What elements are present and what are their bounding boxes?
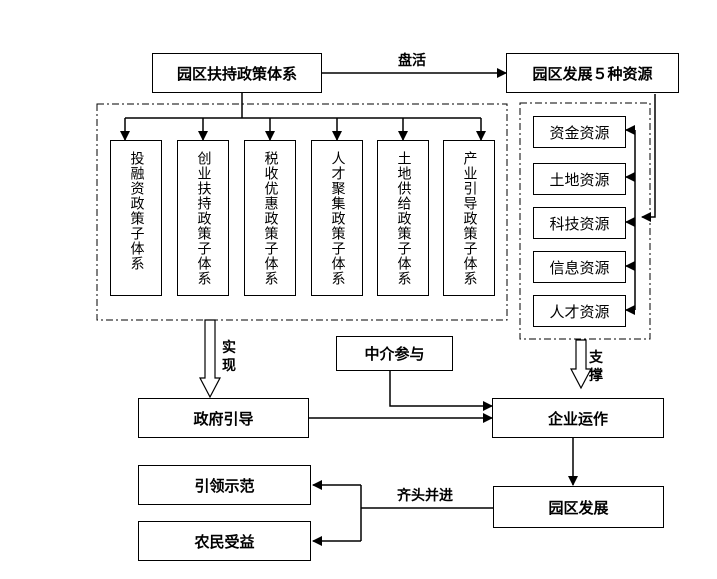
government-box: 政府引导	[138, 398, 309, 438]
hollow-arrow-zhicheng	[570, 339, 592, 390]
demo-box: 引领示范	[138, 465, 311, 505]
resource-box-information: 信息资源	[533, 251, 626, 283]
label-shixian: 实现	[222, 340, 236, 374]
arrow-intermediary-to-enterprise	[389, 371, 493, 411]
resources-header-box: 园区发展５种资源	[506, 53, 679, 93]
sub-policy-label: 产业引导政策子体系	[461, 151, 478, 286]
farmers-benefit-box: 农民受益	[138, 521, 311, 561]
sub-policy-box: 投融资政策子体系	[110, 140, 162, 296]
sub-policy-label: 人才聚集政策子体系	[329, 151, 346, 286]
resource-box-technology: 科技资源	[533, 207, 626, 239]
hollow-arrow-shixian	[199, 319, 221, 399]
sub-policy-box: 创业扶持政策子体系	[177, 140, 229, 296]
arrow-resources-header-down	[641, 94, 656, 222]
policy-system-box: 园区扶持政策体系	[152, 53, 322, 93]
park-development-box: 园区发展	[493, 486, 664, 528]
sub-policy-label: 投融资政策子体系	[128, 151, 145, 271]
sub-policy-box: 产业引导政策子体系	[443, 140, 495, 296]
resource-box-talent: 人才资源	[533, 295, 626, 327]
policy-group-frame	[96, 103, 508, 321]
resource-box-land: 土地资源	[533, 163, 626, 195]
label-zhicheng: 支撑	[589, 350, 603, 384]
sub-policy-label: 土地供给政策子体系	[395, 151, 412, 286]
intermediary-box: 中介参与	[336, 336, 453, 371]
sub-policy-label: 创业扶持政策子体系	[195, 151, 212, 286]
sub-policy-label: 税收优惠政策子体系	[262, 151, 279, 286]
sub-policy-box: 人才聚集政策子体系	[311, 140, 363, 296]
sub-policy-box: 土地供给政策子体系	[377, 140, 429, 296]
label-panhuo: 盘活	[398, 53, 426, 69]
resources-group-frame	[519, 102, 651, 340]
sub-policy-box: 税收优惠政策子体系	[244, 140, 296, 296]
resource-box-capital: 资金资源	[533, 116, 626, 148]
enterprise-box: 企业运作	[492, 398, 664, 438]
label-qitou: 齐头并进	[397, 488, 453, 504]
